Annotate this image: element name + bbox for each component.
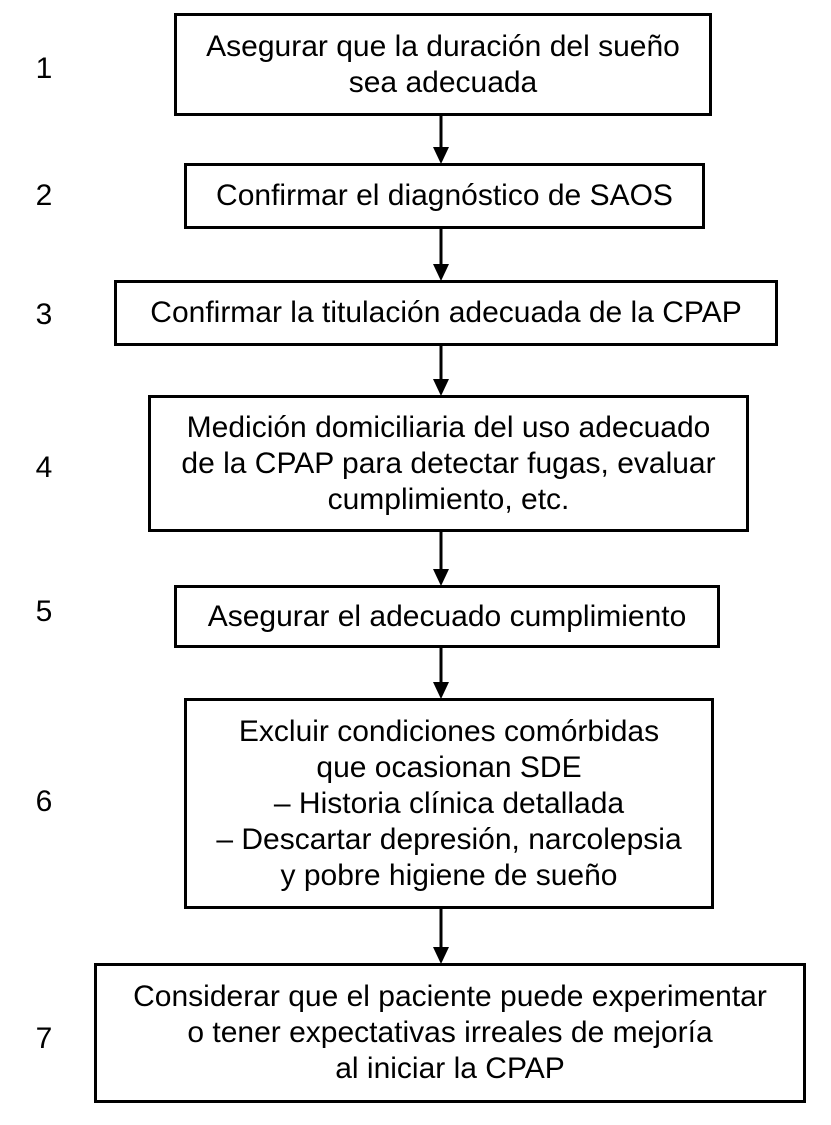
step-1-line-1: Asegurar que la duración del sueño [206,29,680,63]
step-box-5: Asegurar el adecuado cumplimiento [174,585,720,648]
step-6-line-4: – Descartar depresión, narcolepsia [216,822,682,856]
step-6-line-1: Excluir condiciones comórbidas [238,714,660,748]
step-6-line-2: que ocasionan SDE [316,750,582,784]
step-box-7: Considerar que el paciente puede experim… [94,963,806,1103]
step-3-line-1: Confirmar la titulación adecuada de la C… [150,296,742,329]
step-1-line-2: sea adecuada [348,65,538,99]
step-number-3: 3 [35,298,53,331]
step-number-2: 2 [35,179,53,212]
step-4-line-3: cumplimiento, etc. [327,482,570,516]
step-number-4: 4 [35,451,53,484]
step-7-line-1: Considerar que el paciente puede experim… [133,980,767,1013]
arrow-3-to-4-head [433,379,449,396]
step-number-1: 1 [35,52,53,85]
step-box-2: Confirmar el diagnóstico de SAOS [184,163,705,229]
arrow-4-to-5-head [433,569,449,586]
step-2-line-1: Confirmar el diagnóstico de SAOS [216,179,673,212]
step-6-line-3: – Historia clínica detallada [273,786,625,820]
step-box-1: Asegurar que la duración del sueño sea a… [174,13,712,116]
arrow-6-to-7-head [433,947,449,964]
arrow-2-to-3-head [433,264,449,281]
arrow-5-to-6-head [433,682,449,699]
step-number-6: 6 [35,785,53,818]
step-number-5: 5 [35,595,53,628]
step-box-6: Excluir condiciones comórbidas que ocasi… [184,698,714,909]
step-box-4: Medición domiciliaria del uso adecuado d… [148,395,749,532]
step-4-line-2: de la CPAP para detectar fugas, evaluar [181,446,716,480]
step-number-7: 7 [35,1022,53,1055]
step-5-line-1: Asegurar el adecuado cumplimiento [207,599,687,633]
step-box-3: Confirmar la titulación adecuada de la C… [114,280,778,346]
step-7-line-2: o tener expectativas irreales de mejoría [187,1016,713,1049]
step-7-line-3: al iniciar la CPAP [335,1052,565,1085]
step-4-line-1: Medición domiciliaria del uso adecuado [186,410,711,444]
step-6-line-5: y pobre higiene de sueño [280,858,618,892]
arrow-1-to-2-head [433,147,449,164]
